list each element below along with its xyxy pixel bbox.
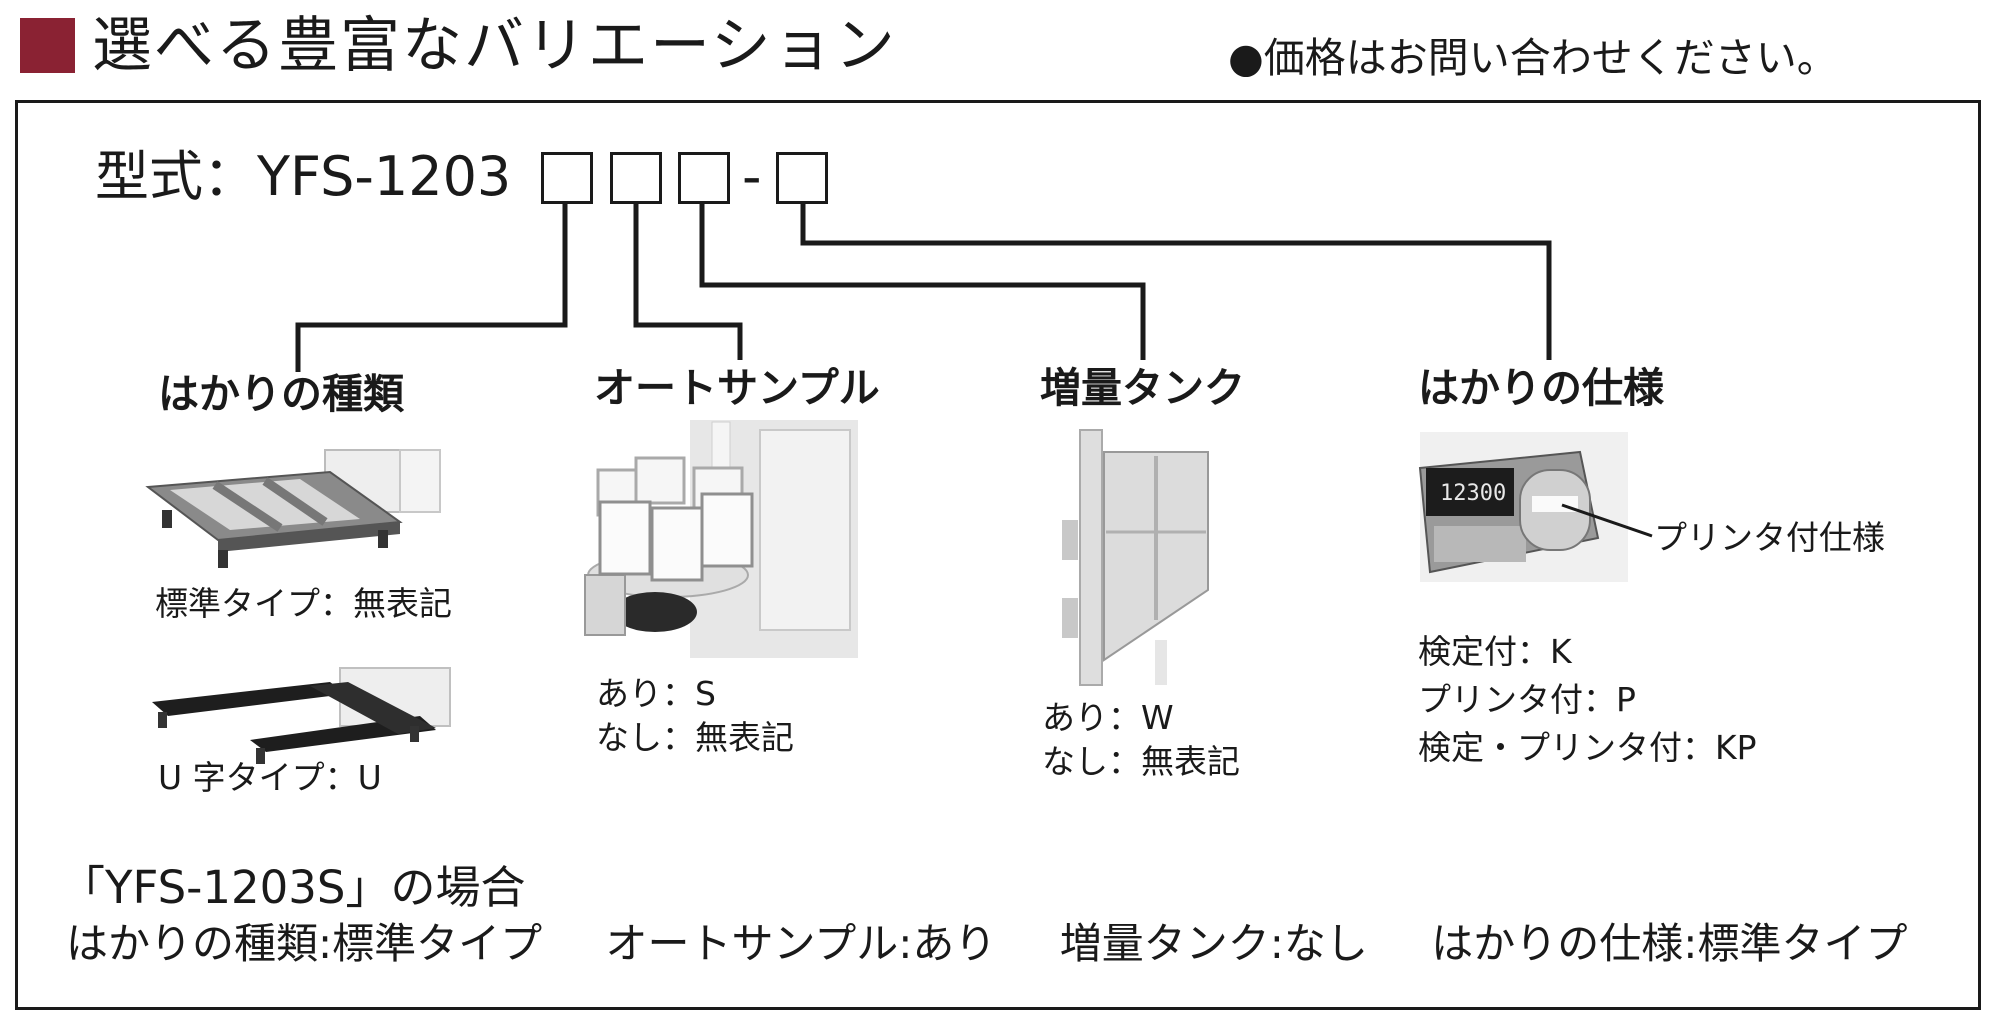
header-accent-square <box>20 18 75 73</box>
option-certified-printer: 検定・プリンタ付：KP <box>1418 728 1757 767</box>
option-printer: プリンタ付：P <box>1418 680 1636 719</box>
example-item-auto-sample: オートサンプル:あり <box>605 919 997 968</box>
code-slot-scale-type <box>541 152 593 204</box>
variation-frame <box>15 100 1981 1010</box>
connector-scale-spec <box>800 204 1552 360</box>
connector-auto-sample <box>633 204 743 360</box>
option-tank-no: なし：無表記 <box>1042 742 1240 781</box>
connector-tank <box>699 204 1146 360</box>
code-slot-auto-sample <box>610 152 662 204</box>
example-item-scale-spec: はかりの仕様:標準タイプ <box>1431 919 1908 968</box>
u-shape-scale-image <box>152 667 451 764</box>
category-scale-spec-title: はかりの仕様 <box>1418 364 1664 412</box>
connector-scale-type <box>295 204 568 372</box>
printer-callout-label: プリンタ付仕様 <box>1654 518 1885 557</box>
model-number: 型式：YFS-1203 <box>95 145 512 208</box>
price-note: ●価格はお問い合わせください。 <box>1228 34 1838 82</box>
option-u-shape: U 字タイプ：U <box>158 758 382 797</box>
example-heading: 「YFS-1203S」の場合 <box>60 861 526 914</box>
svg-text:12300: 12300 <box>1440 481 1506 506</box>
category-tank-title: 増量タンク <box>1040 364 1245 412</box>
example-item-tank: 増量タンク:なし <box>1059 919 1368 968</box>
option-standard: 標準タイプ：無表記 <box>155 584 452 623</box>
printer-callout-line <box>1561 503 1653 538</box>
auto-sampler-image <box>584 420 858 658</box>
option-auto-sample-no: なし：無表記 <box>596 718 794 757</box>
option-tank-yes: あり：W <box>1042 698 1174 737</box>
option-auto-sample-yes: あり：S <box>596 674 716 713</box>
standard-scale-image <box>145 449 441 568</box>
example-item-scale-type: はかりの種類:標準タイプ <box>66 919 543 968</box>
example-details: はかりの種類:標準タイプ オートサンプル:あり 増量タンク:なし はかりの仕様:… <box>66 916 1957 972</box>
model-separator: - <box>742 145 762 208</box>
page-title: 選べる豊富なバリエーション <box>92 11 897 81</box>
code-slot-tank <box>678 152 730 204</box>
category-scale-type-title: はかりの種類 <box>158 370 404 418</box>
code-slot-scale-spec <box>776 152 828 204</box>
connector-lines <box>295 204 1552 372</box>
printer-indicator-image: 12300 <box>1418 432 1628 582</box>
hopper-tank-image <box>1062 429 1209 686</box>
option-certified: 検定付：K <box>1418 632 1572 671</box>
category-auto-sample-title: オートサンプル <box>594 364 880 412</box>
